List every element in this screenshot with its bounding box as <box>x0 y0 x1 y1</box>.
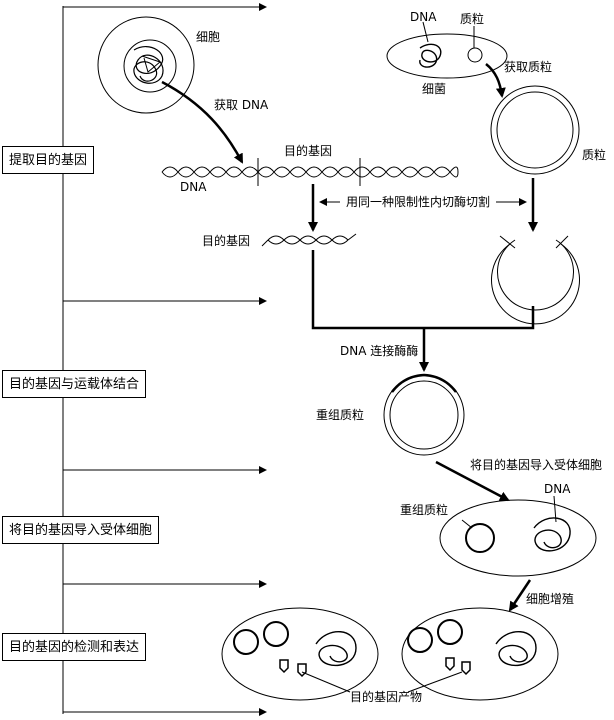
label-dna-left: DNA <box>180 180 207 194</box>
target-gene-fragment <box>261 233 357 247</box>
daughter-cell-1 <box>221 607 379 701</box>
label-proliferate: 细胞增殖 <box>526 592 575 606</box>
label-get-plasmid: 获取质粒 <box>504 60 553 74</box>
import-arrow <box>435 460 510 502</box>
label-product: 目的基因产物 <box>350 690 423 704</box>
proliferation-arrow <box>508 579 532 612</box>
extraction-arrows <box>161 63 506 164</box>
plasmid-ring <box>490 85 580 175</box>
step-detect-express: 目的基因的检测和表达 <box>2 633 147 661</box>
label-import: 将目的基因导入受体细胞 <box>470 458 603 472</box>
product-pointers <box>301 671 463 693</box>
label-target-gene-left: 目的基因 <box>202 234 251 248</box>
receiver-cell <box>439 495 597 577</box>
bacterium <box>386 33 508 79</box>
label-pointers <box>422 21 475 48</box>
dna-strand <box>161 158 459 186</box>
label-plasmid-top: 质粒 <box>460 12 485 26</box>
label-get-dna: 获取 DNA <box>214 98 269 112</box>
recombinant-plasmid <box>383 373 465 456</box>
label-target-gene-top: 目的基因 <box>284 144 333 158</box>
label-same-enzyme: 用同一种限制性内切酶切割 <box>346 195 491 209</box>
label-dna-top: DNA <box>410 10 437 24</box>
opened-plasmid <box>491 235 580 325</box>
daughter-cell-2 <box>401 607 559 701</box>
label-cell: 细胞 <box>196 30 221 44</box>
timeline <box>62 3 267 716</box>
label-dna-receiver: DNA <box>544 482 571 496</box>
label-recombinant-receiver: 重组质粒 <box>400 503 449 517</box>
animal-cell <box>97 16 195 114</box>
cut-arrows <box>308 178 538 232</box>
label-recombinant: 重组质粒 <box>316 408 365 422</box>
label-plasmid-right: 质粒 <box>582 148 607 162</box>
step-import-receiver: 将目的基因导入受体细胞 <box>2 516 160 544</box>
ligation-lines <box>311 250 535 372</box>
label-bacterium: 细菌 <box>422 82 447 96</box>
label-ligase: DNA 连接酶酶 <box>340 344 419 358</box>
step-extract-gene: 提取目的基因 <box>2 146 95 174</box>
step-combine-vector: 目的基因与运载体结合 <box>2 370 147 398</box>
